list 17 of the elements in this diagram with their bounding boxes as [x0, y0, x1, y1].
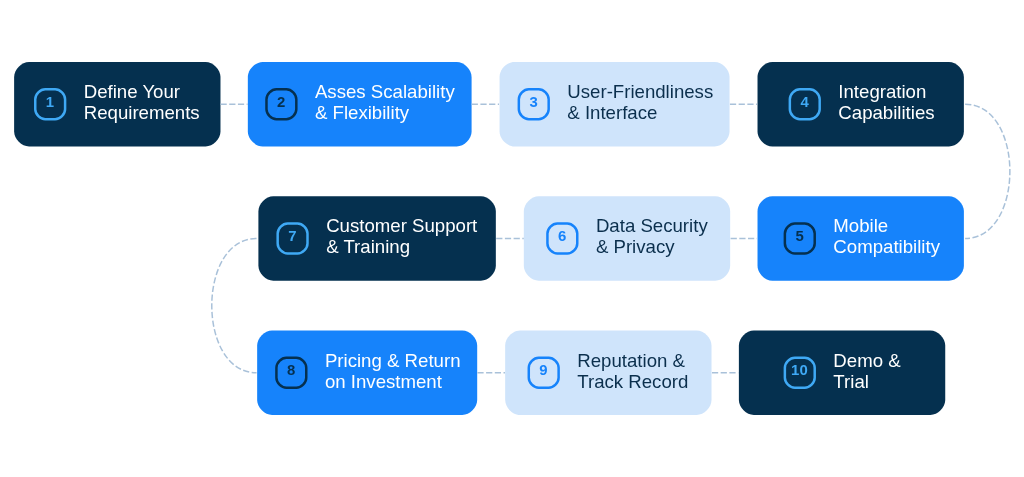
node-box: 8 Pricing & Return on Investment	[257, 330, 478, 416]
connector	[729, 103, 758, 105]
connector	[964, 103, 1011, 240]
node-box: 5 Mobile Compatibility	[757, 196, 964, 281]
node-box: 4 Integration Capabilities	[757, 61, 964, 147]
node-box: 7 Customer Support & Training	[258, 196, 496, 281]
connector	[476, 372, 506, 374]
node-box: 10 Demo & Trial	[738, 330, 946, 416]
connector	[211, 237, 258, 374]
connector	[470, 103, 500, 105]
node-box: 2 Asses Scalability & Flexibility	[247, 61, 472, 147]
node-box: 3 User-Friendliness & Interface	[499, 61, 730, 147]
node-box: 1 Define Your Requirements	[14, 61, 221, 147]
connector	[219, 103, 249, 105]
node-box: 9 Reputation & Track Record	[505, 330, 712, 416]
node-box: 6 Data Security & Privacy	[523, 196, 731, 281]
connector	[495, 237, 525, 240]
